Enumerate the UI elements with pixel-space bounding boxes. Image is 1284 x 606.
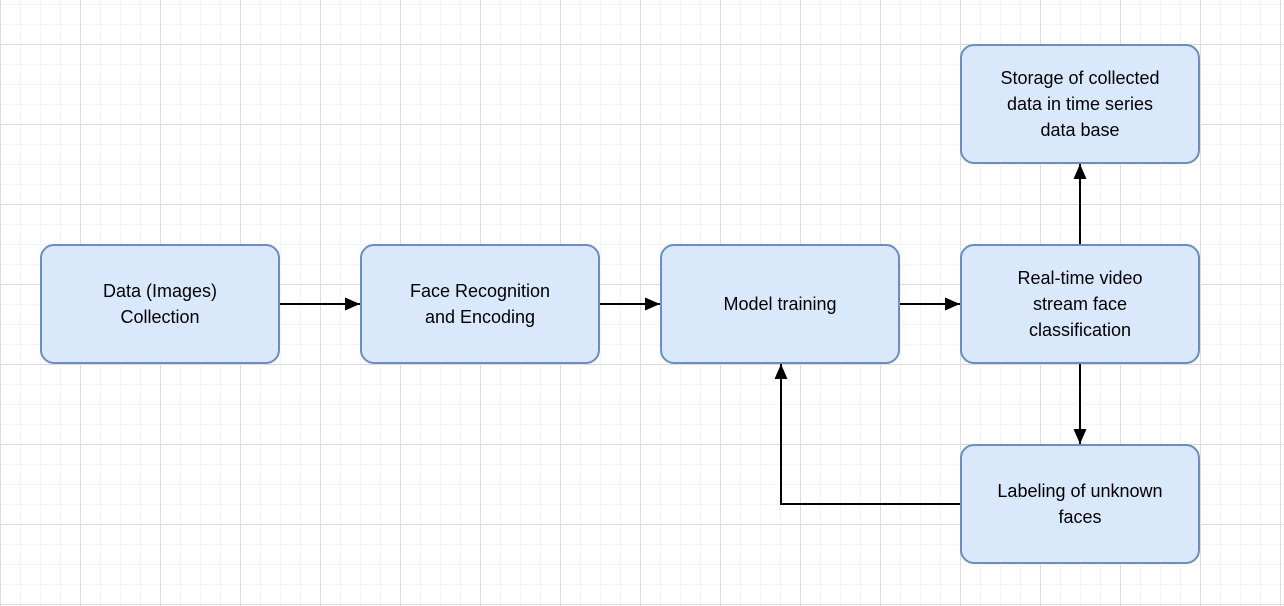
node-model-training-label: Model training	[723, 294, 837, 314]
node-data-collection[interactable]: Data (Images) Collection	[40, 244, 280, 364]
node-model-training[interactable]: Model training	[660, 244, 900, 364]
node-labeling-label: Labeling of unknown faces	[997, 481, 1163, 527]
node-storage-label: Storage of collected data in time series…	[1000, 68, 1160, 140]
node-labeling[interactable]: Labeling of unknown faces	[960, 444, 1200, 564]
edge-labeling-to-training[interactable]	[774, 364, 960, 505]
node-realtime-classification[interactable]: Real-time video stream face classificati…	[960, 244, 1200, 364]
node-data-collection-label: Data (Images) Collection	[102, 281, 218, 327]
node-face-recognition-label: Face Recognition and Encoding	[409, 281, 551, 327]
node-storage[interactable]: Storage of collected data in time series…	[960, 44, 1200, 164]
node-realtime-classification-label: Real-time video stream face classificati…	[1017, 268, 1143, 340]
node-face-recognition[interactable]: Face Recognition and Encoding	[360, 244, 600, 364]
